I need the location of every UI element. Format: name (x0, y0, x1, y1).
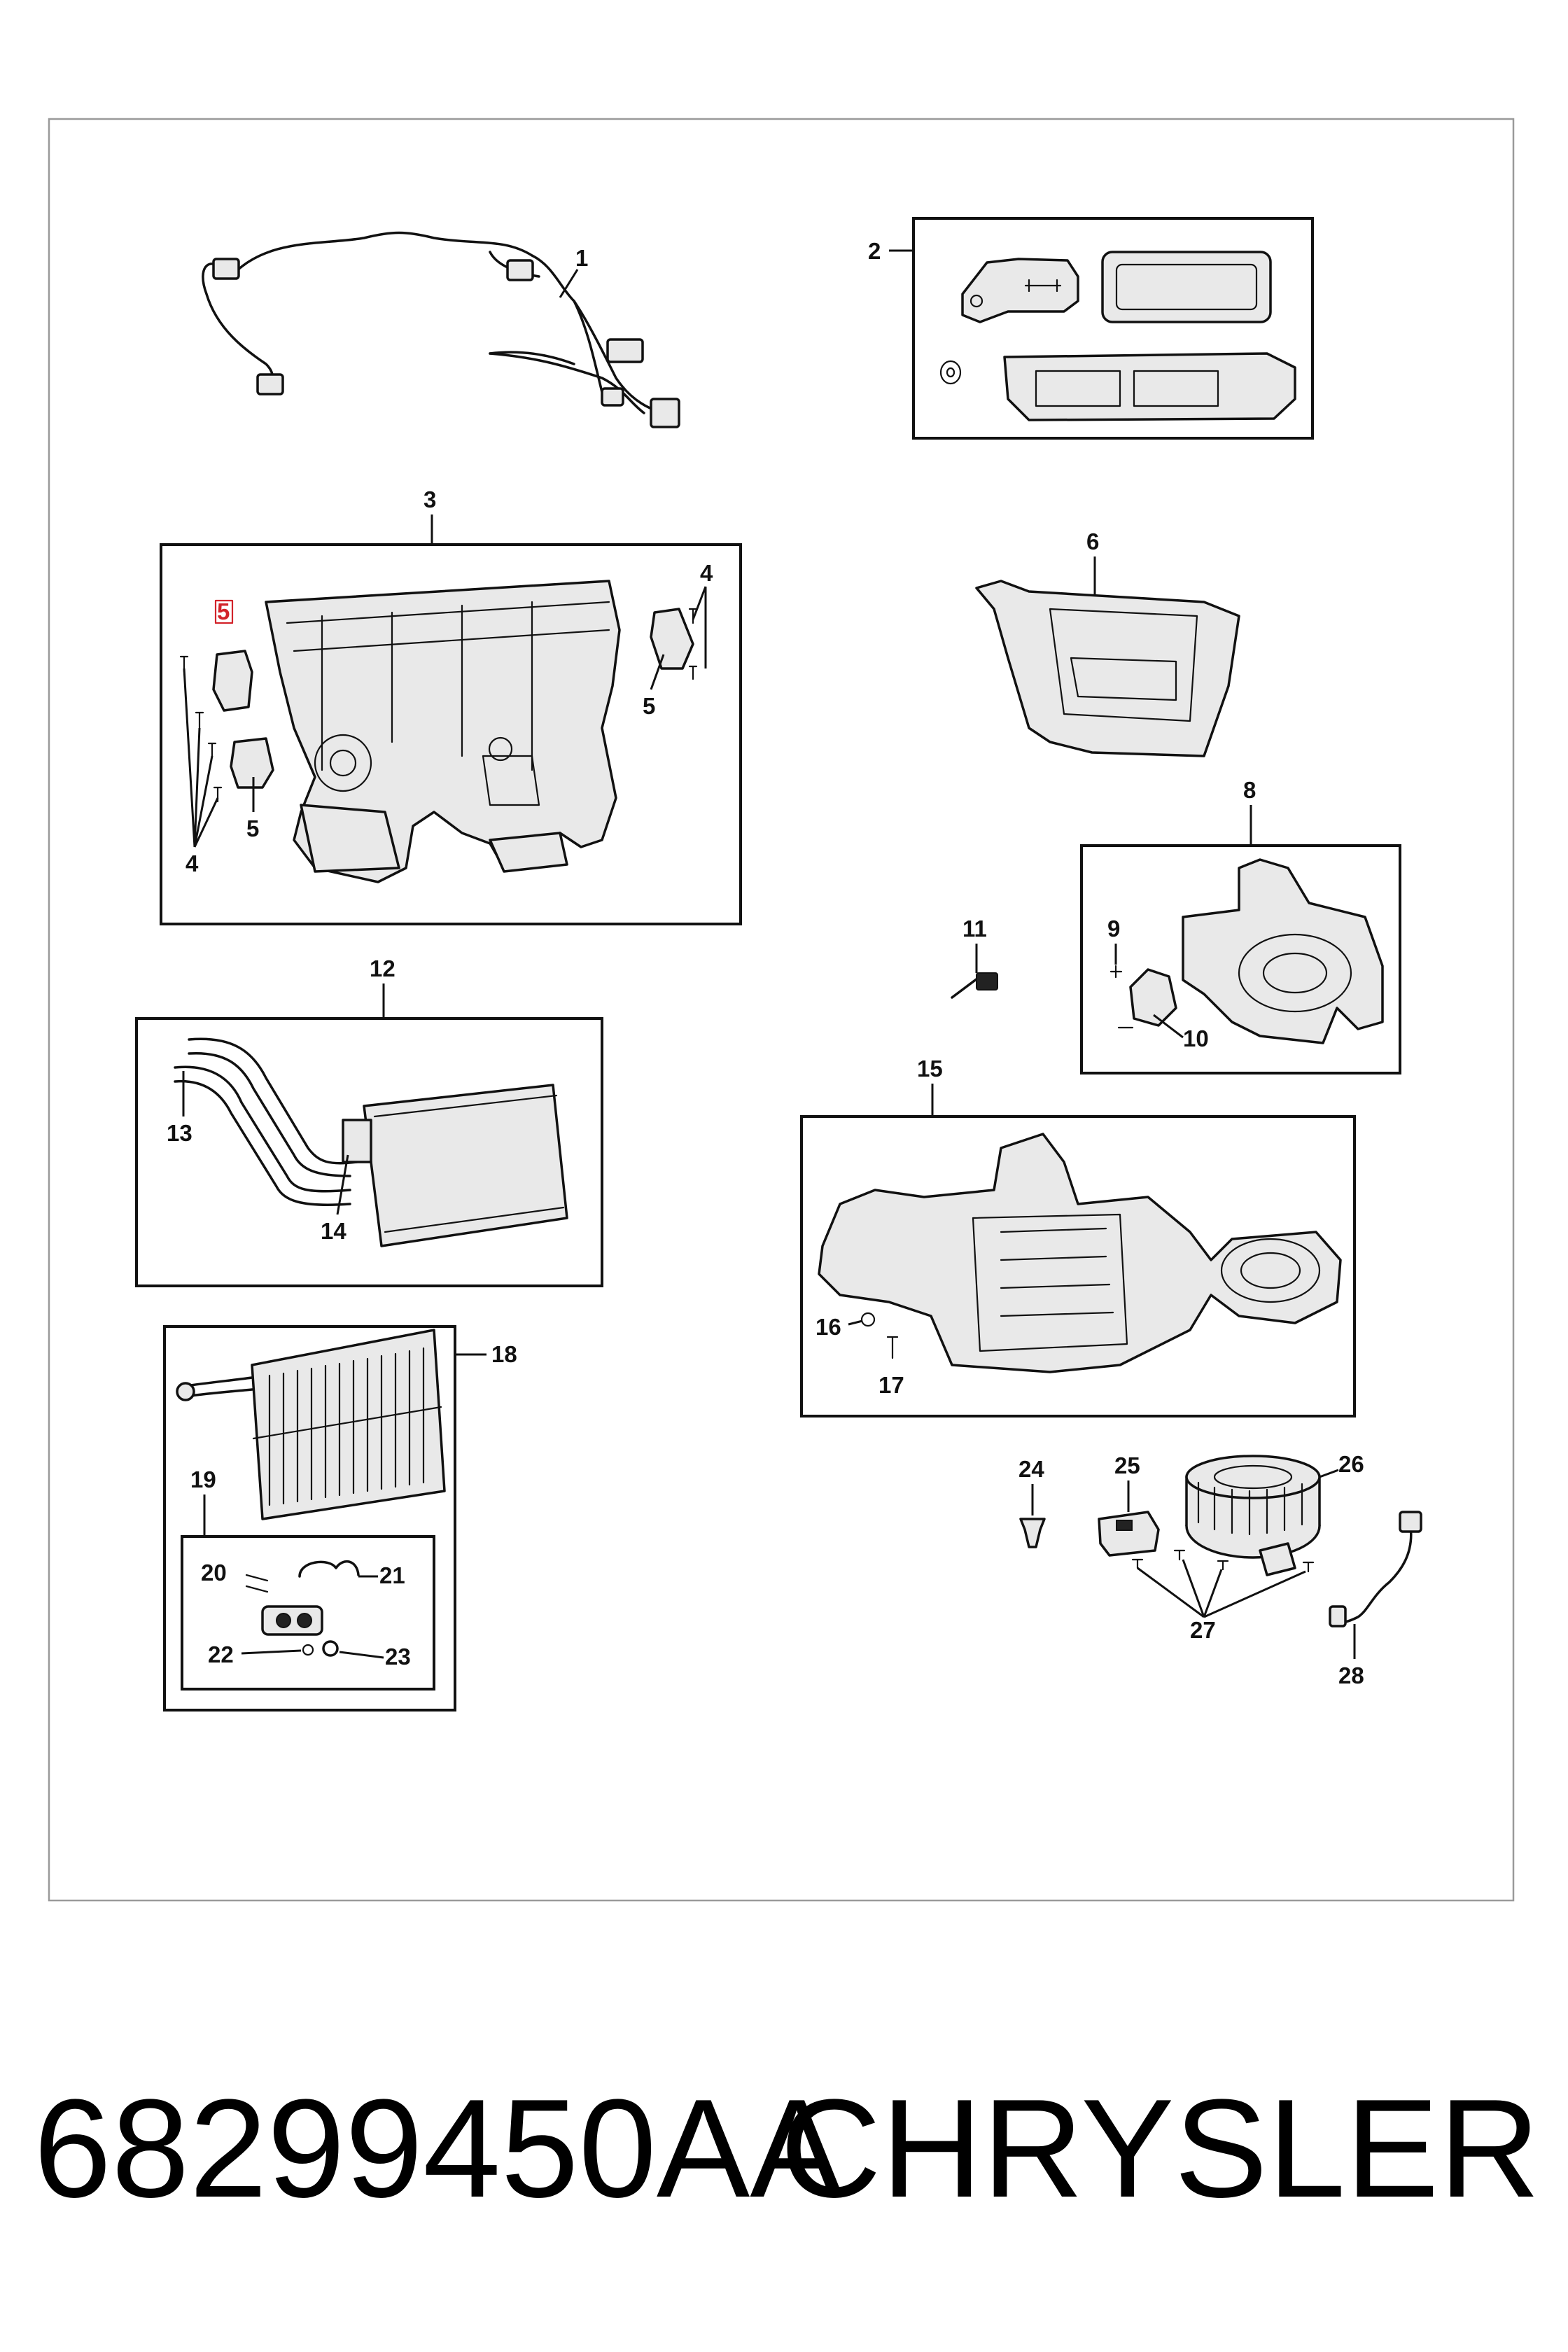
callout-27: 27 (1190, 1617, 1216, 1643)
part-22-o-ring (302, 1644, 314, 1656)
group-box-12 (135, 1017, 603, 1287)
part-21-bracket (298, 1560, 360, 1578)
part-3-hvac-housing (265, 580, 621, 883)
callout-5b: 5 (246, 816, 259, 841)
leader-14 (336, 1154, 349, 1215)
callout-3: 3 (424, 486, 436, 512)
callout-2: 2 (868, 238, 881, 264)
callout-4a: 4 (186, 850, 199, 876)
leader-27 (1137, 1559, 1306, 1618)
part-28-wire-harness (1329, 1511, 1422, 1628)
part-26-blower-motor (1185, 1455, 1321, 1576)
harness-connector (212, 258, 240, 280)
harness-connector (506, 259, 534, 281)
part-1-wiring-harness (202, 231, 680, 428)
leader-22 (241, 1649, 302, 1655)
part-expansion-valve (261, 1605, 323, 1636)
part-18-evaporator (176, 1329, 446, 1520)
callout-15: 15 (917, 1056, 943, 1082)
callout-23: 23 (385, 1644, 411, 1670)
part-number: 68299450AA (34, 2071, 844, 2227)
group-box-3 (160, 543, 742, 925)
part-9-screw (1110, 965, 1123, 979)
callout-14: 14 (321, 1218, 346, 1244)
callout-24: 24 (1018, 1456, 1044, 1482)
callout-8: 8 (1243, 777, 1256, 803)
callout-26: 26 (1338, 1451, 1364, 1477)
harness-connector (650, 398, 680, 428)
callout-6: 6 (1086, 528, 1099, 554)
callout-11: 11 (962, 916, 987, 941)
leader-5c (650, 654, 665, 690)
part-5-actuator (212, 608, 694, 789)
part-12-heater-core (174, 1037, 568, 1247)
group-box-8 (1080, 844, 1401, 1074)
callout-5c: 5 (643, 693, 655, 719)
callout-19: 19 (190, 1466, 216, 1492)
callout-18: 18 (491, 1341, 517, 1367)
part-6-duct (975, 580, 1240, 757)
callout-5-highlighted: 5 (217, 598, 230, 624)
leader-1 (559, 269, 579, 298)
callout-13: 13 (167, 1120, 192, 1146)
brand-name: CHRYSLER (780, 2071, 1540, 2227)
leader-10 (1153, 1014, 1184, 1039)
group-box-19 (181, 1535, 435, 1690)
part-25-resistor (1098, 1511, 1160, 1557)
harness-connector (256, 373, 284, 396)
group-box-2 (912, 217, 1314, 440)
part-24-push-pin (1019, 1518, 1046, 1548)
leader-23 (339, 1651, 384, 1659)
callout-1: 1 (575, 245, 588, 271)
callout-4b: 4 (700, 560, 713, 586)
callout-12: 12 (370, 955, 396, 981)
highlight-box-5 (214, 599, 234, 624)
part-15-lower-housing (818, 1133, 1342, 1373)
diagram-frame (48, 118, 1515, 1902)
group-box-18 (163, 1325, 456, 1712)
leader-4b (692, 586, 707, 668)
part-27-screws (1131, 1549, 1315, 1573)
leader-16 (848, 1320, 863, 1326)
part-23-o-ring (322, 1640, 339, 1657)
part-11-screw (951, 972, 998, 999)
leader-26 (1319, 1469, 1339, 1478)
harness-connector (606, 338, 644, 363)
callout-17: 17 (878, 1372, 904, 1398)
callout-22: 22 (208, 1642, 234, 1667)
part-2-seal-kit (939, 251, 1296, 421)
part-8-blower-housing (1182, 858, 1384, 1044)
part-20-screws (245, 1574, 269, 1593)
harness-connector (601, 387, 624, 407)
leader-4a (183, 668, 219, 848)
part-10-resistor (1117, 968, 1177, 1029)
callout-16: 16 (816, 1314, 841, 1340)
group-box-15 (800, 1115, 1356, 1418)
part-17-clip (886, 1336, 899, 1359)
part-16-grommet (860, 1312, 876, 1327)
callout-10: 10 (1183, 1026, 1209, 1051)
callout-25: 25 (1114, 1452, 1140, 1478)
callout-28: 28 (1338, 1662, 1364, 1688)
callout-20: 20 (201, 1560, 227, 1586)
callout-21: 21 (379, 1562, 405, 1588)
callout-9: 9 (1107, 916, 1120, 941)
